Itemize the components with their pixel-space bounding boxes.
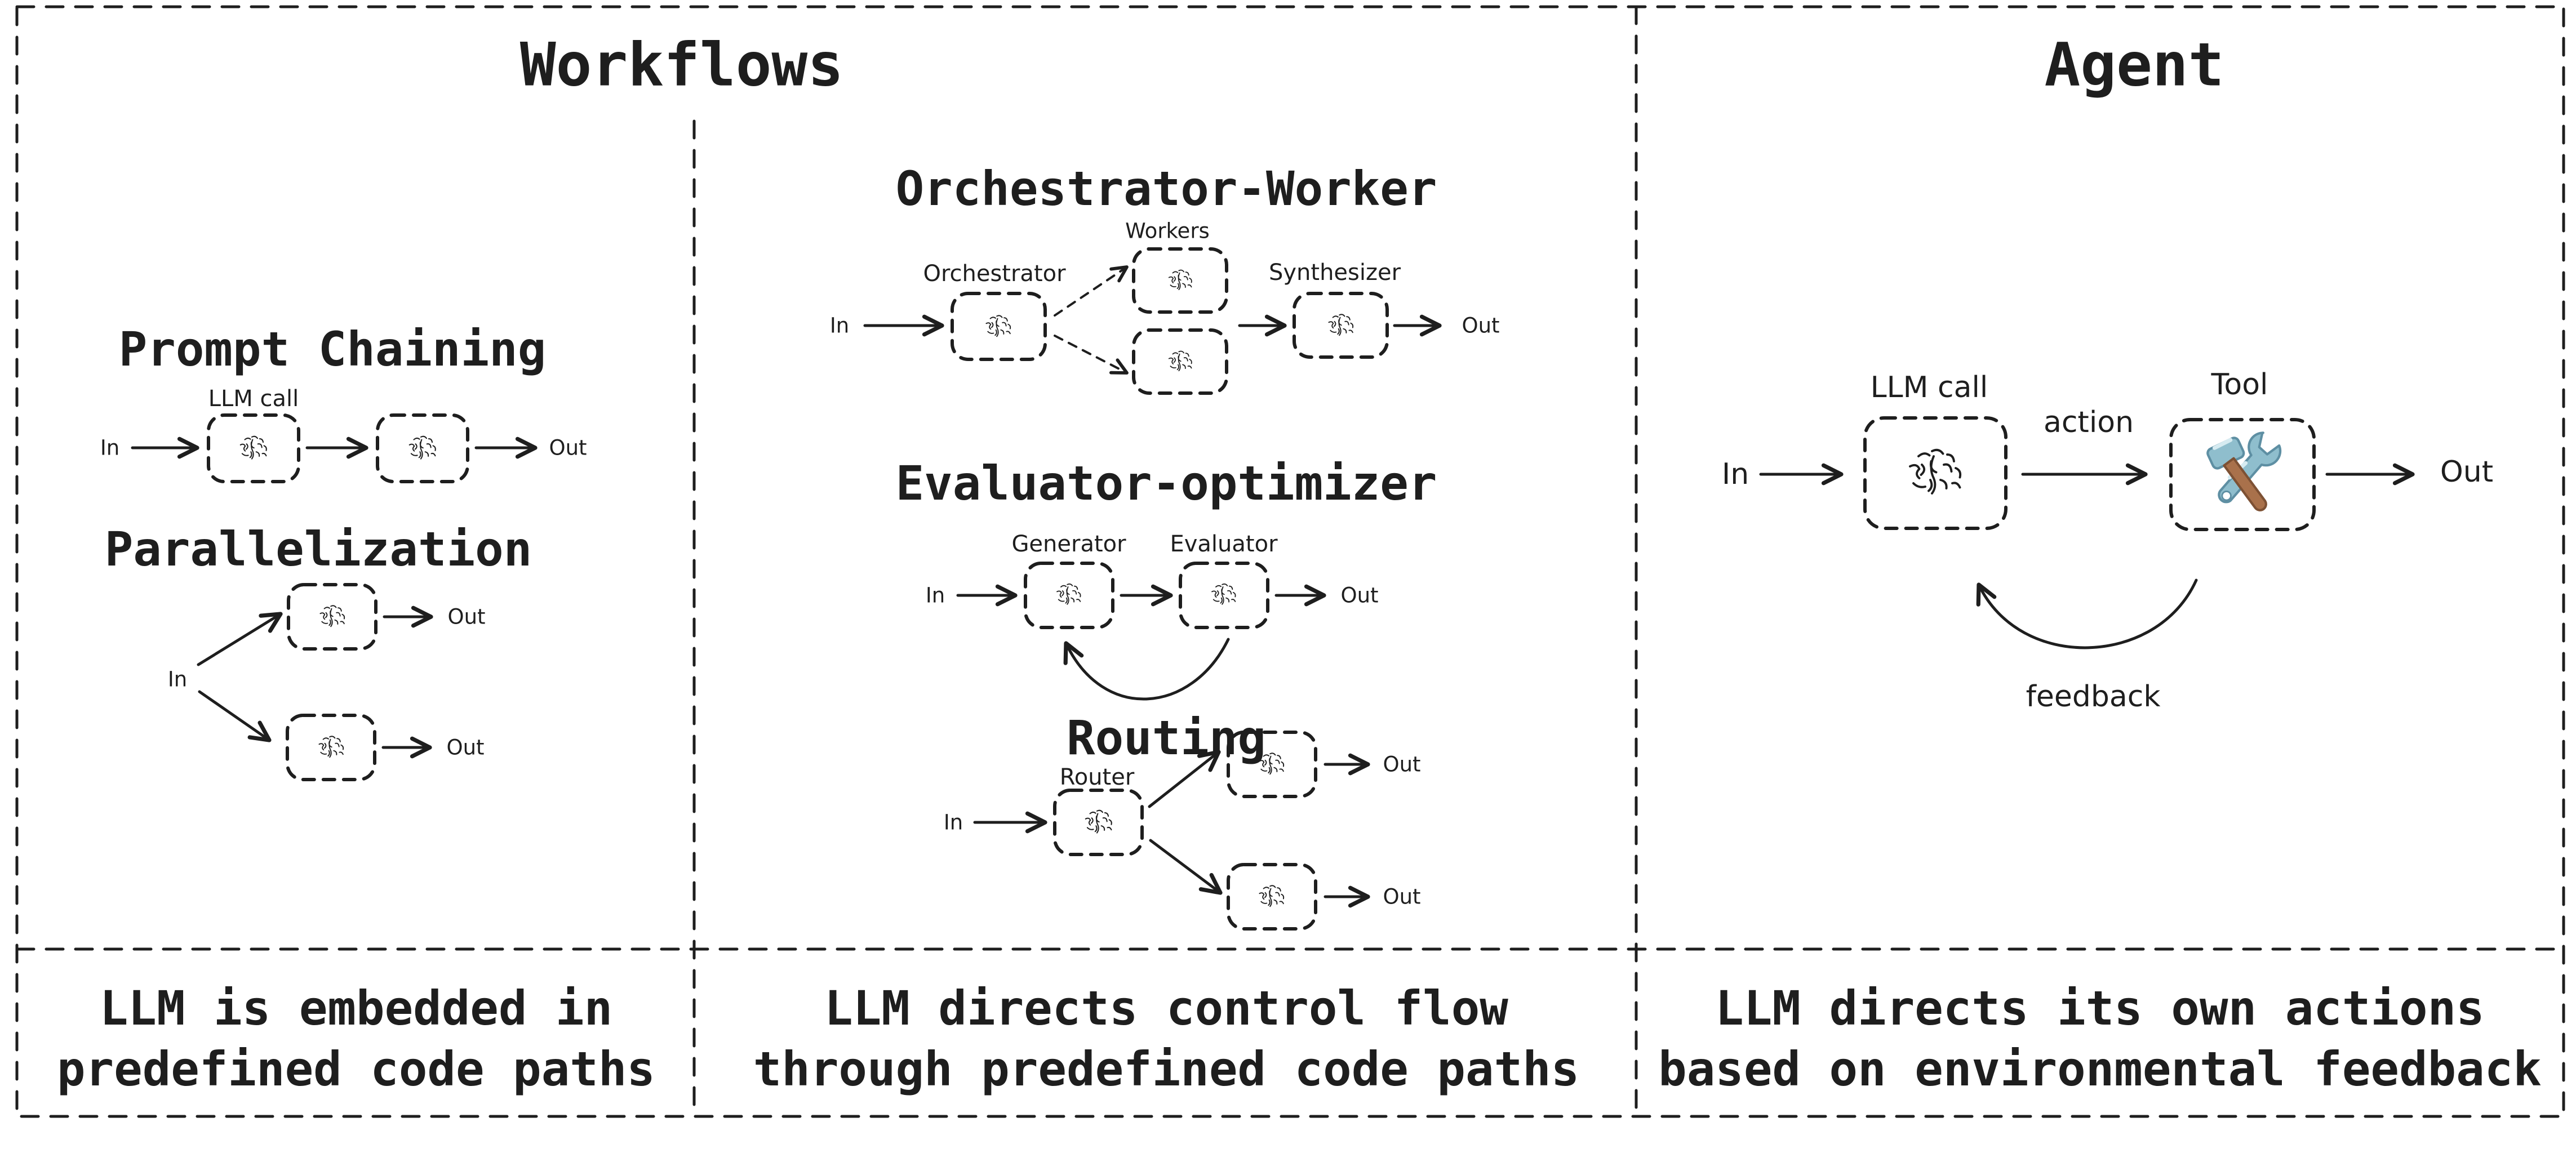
in-label: In [925, 583, 945, 608]
prompt-chaining-heading: Prompt Chaining [118, 322, 547, 377]
brain-icon [233, 431, 273, 466]
agent-tool-box [2169, 418, 2316, 531]
feedback-loop-arrow [1976, 578, 2198, 649]
routing-llm-box-top [1227, 731, 1317, 798]
generator-box [1024, 562, 1114, 629]
dashed-arrow [1054, 265, 1129, 317]
out-label: Out [549, 435, 587, 460]
prompt-chaining-llm-box-1 [207, 413, 300, 483]
action-label: action [2043, 406, 2134, 439]
brain-icon [1205, 580, 1242, 611]
orchestrator-worker-heading: Orchestrator-Worker [895, 161, 1437, 216]
out-label: Out [1383, 884, 1421, 909]
prompt-chaining-llm-box-2 [376, 413, 469, 483]
agent-caption-line1: LLM directs its own actions [1715, 981, 2485, 1036]
llm-call-label: LLM call [208, 386, 299, 412]
out-label: Out [1383, 752, 1421, 777]
workflows-left-caption-line2: predefined code paths [56, 1041, 656, 1097]
brain-icon [313, 601, 351, 633]
workers-label: Workers [1125, 219, 1210, 243]
dashed-arrow [1054, 335, 1129, 375]
worker-box-bottom [1132, 328, 1228, 395]
brain-icon [1078, 805, 1118, 840]
out-label: Out [446, 735, 485, 760]
routing-heading: Routing [1066, 710, 1267, 765]
in-label: In [167, 667, 188, 692]
out-label: Out [1340, 583, 1379, 608]
parallelization-heading: Parallelization [104, 522, 532, 577]
evaluator-box [1179, 562, 1269, 629]
in-label: In [829, 313, 850, 338]
brain-icon [979, 311, 1017, 342]
arrow [1148, 750, 1221, 808]
worker-box-top [1132, 247, 1228, 314]
brain-icon [1321, 310, 1360, 341]
routing-llm-box-bottom [1227, 863, 1317, 931]
outer-border [15, 5, 2565, 1118]
evaluator-label: Evaluator [1170, 531, 1278, 557]
orchestrator-label: Orchestrator [923, 261, 1066, 287]
brain-icon [1895, 440, 1974, 506]
feedback-label: feedback [2026, 680, 2161, 714]
brain-icon [1050, 580, 1087, 611]
workflows-left-caption-line1: LLM is embedded in [99, 981, 613, 1036]
agent-caption-line2: based on environmental feedback [1658, 1041, 2542, 1097]
workflows-middle-caption-line2: through predefined code paths [753, 1041, 1580, 1097]
router-box [1053, 789, 1144, 856]
arrow [1149, 839, 1223, 895]
out-label: Out [2440, 455, 2494, 489]
brain-icon [1252, 881, 1290, 912]
synthesizer-box [1293, 292, 1389, 359]
orchestrator-box [951, 292, 1047, 361]
agent-llm-box [1863, 416, 2007, 530]
parallelization-llm-box-bottom [286, 714, 376, 781]
brain-icon [1162, 266, 1198, 296]
arrow [198, 690, 272, 742]
synthesizer-label: Synthesizer [1268, 260, 1401, 286]
brain-icon [1162, 347, 1198, 377]
tool-label: Tool [2211, 368, 2268, 402]
in-label: In [100, 435, 120, 460]
in-label: In [943, 810, 963, 835]
tool-icon [2208, 433, 2280, 510]
generator-label: Generator [1011, 531, 1126, 557]
agent-panel-title: Agent [2044, 30, 2224, 100]
workflows-middle-caption-line1: LLM directs control flow [824, 981, 1508, 1036]
evaluator-optimizer-heading: Evaluator-optimizer [895, 456, 1437, 511]
brain-icon [312, 732, 350, 763]
brain-icon [402, 431, 442, 466]
llm-call-label: LLM call [1870, 371, 1988, 404]
out-label: Out [1462, 313, 1500, 338]
arrow [197, 612, 283, 666]
router-label: Router [1059, 764, 1135, 790]
feedback-loop-arrow [1063, 638, 1230, 701]
parallelization-llm-box-top [287, 583, 377, 651]
out-label: Out [447, 604, 486, 629]
workflows-panel-title: Workflows [519, 30, 844, 100]
in-label: In [1721, 457, 1749, 491]
